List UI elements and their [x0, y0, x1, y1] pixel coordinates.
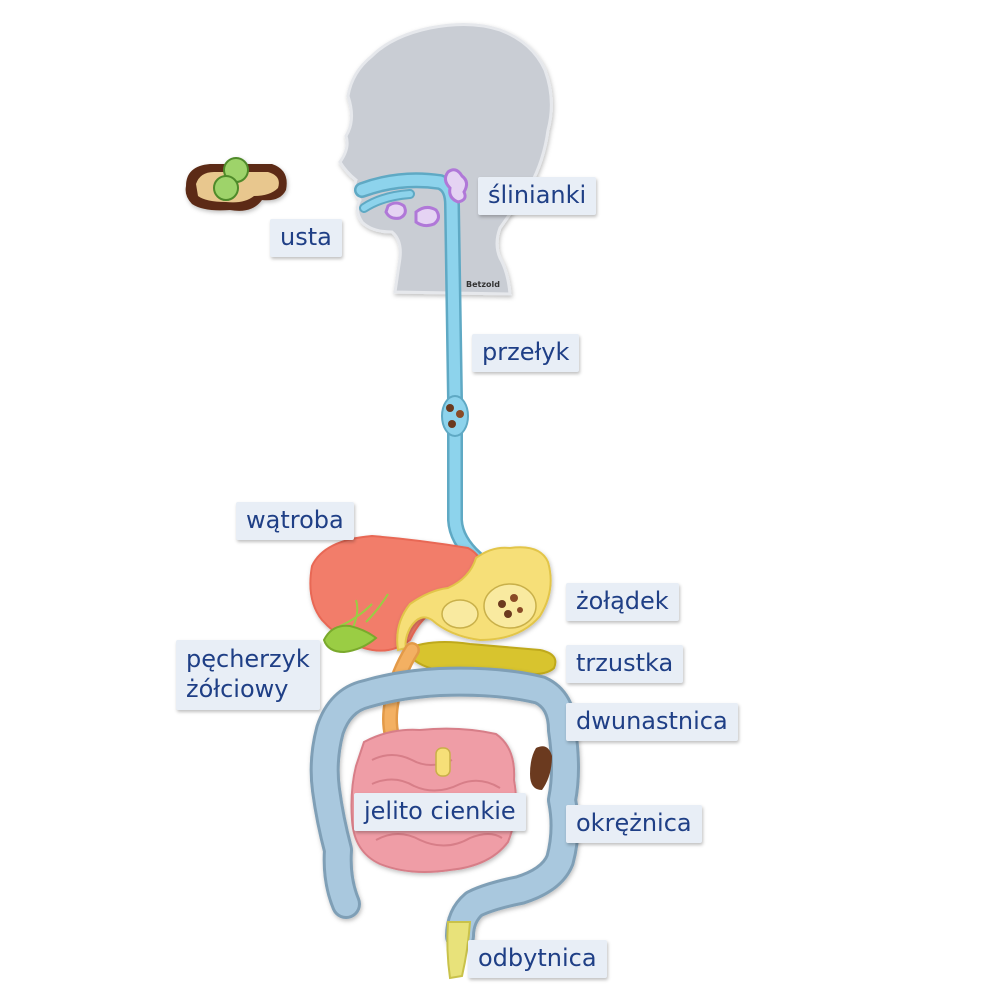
- label-dwunastnica: dwunastnica: [566, 703, 738, 741]
- label-pecherzyk-line2: żółciowy: [186, 675, 289, 703]
- label-pecherzyk-zolciowy: pęcherzyk żółciowy: [176, 640, 320, 710]
- label-jelito-cienkie: jelito cienkie: [354, 793, 526, 831]
- betzold-logo: Betzold: [466, 280, 500, 289]
- label-slinianki: ślinianki: [478, 177, 597, 215]
- label-trzustka: trzustka: [566, 645, 684, 683]
- label-odbytnica: odbytnica: [468, 940, 607, 978]
- label-okreznica: okrężnica: [566, 805, 702, 843]
- label-pecherzyk-line1: pęcherzyk: [186, 645, 310, 673]
- label-watroba: wątroba: [236, 502, 354, 540]
- food-bolus: [441, 395, 469, 437]
- bread-slice-icon: [185, 157, 287, 211]
- label-usta: usta: [270, 219, 342, 257]
- label-zoladek: żołądek: [566, 583, 679, 621]
- salivary-glands: [384, 168, 469, 228]
- gallbladder: [322, 624, 378, 654]
- label-przelyk: przełyk: [472, 334, 580, 372]
- rectum: [446, 921, 472, 980]
